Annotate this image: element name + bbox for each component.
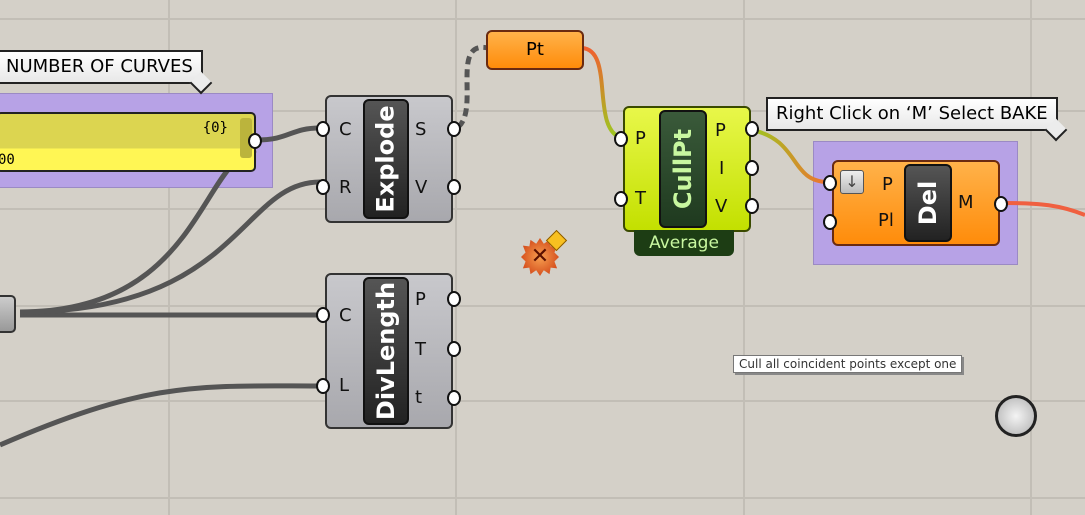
output-label: t [415,387,423,408]
cullpt-component[interactable]: CullPt P T P I V [623,106,751,232]
panel-value: 00 [0,152,15,168]
grid-line [0,497,1085,499]
grid-line [0,305,1085,307]
mode-text: Average [649,233,719,253]
output-port[interactable] [447,341,461,357]
output-port[interactable] [745,160,759,176]
output-label: M [958,192,974,213]
offscreen-component[interactable] [0,295,16,333]
explode-component[interactable]: Explode C R S V [325,95,453,223]
panel-scrollbar[interactable] [240,118,252,158]
output-port[interactable] [745,121,759,137]
navigation-compass-icon[interactable] [995,395,1037,437]
wire [19,147,257,315]
panel-output[interactable] [248,133,262,149]
output-port[interactable] [447,179,461,195]
grid-line [1030,0,1032,515]
grid-line [168,0,170,515]
grid-line [743,0,745,515]
param-label: Pt [526,39,544,60]
component-nickname: Del [904,164,952,242]
input-label: L [339,375,350,396]
wire [751,128,829,184]
grid-line [0,110,1085,112]
tooltip: Cull all coincident points except one [733,355,963,373]
input-port[interactable] [823,214,837,230]
output-port[interactable] [447,291,461,307]
divlength-component[interactable]: DivLength C L P T t [325,273,453,429]
output-label: S [415,119,427,140]
wire [1004,201,1085,217]
wire [456,45,489,129]
output-port[interactable] [745,198,759,214]
wire [19,179,321,315]
flatten-icon[interactable]: ↓ [840,170,864,194]
label-text: Right Click on ‘M’ Select BAKE [776,103,1048,124]
output-label: P [715,120,726,141]
grid-line [0,208,1085,210]
wire [581,46,623,140]
input-port[interactable] [316,121,330,137]
output-port[interactable] [994,196,1008,212]
component-nickname: CullPt [659,110,707,228]
grid-line [0,400,1085,402]
component-nickname: Explode [363,99,409,219]
component-nickname: DivLength [363,277,409,425]
input-port[interactable] [614,191,628,207]
input-label: P [635,128,646,149]
input-port[interactable] [614,131,628,147]
bake-label: Right Click on ‘M’ Select BAKE [766,97,1058,131]
output-label: V [415,177,428,198]
input-port[interactable] [316,179,330,195]
grid-line [0,18,1085,20]
pt-param[interactable]: Pt [486,30,584,70]
panel-value: {0} [202,120,228,136]
curves-label: NUMBER OF CURVES [0,50,203,84]
input-label: C [339,119,352,140]
grid-line [455,0,457,515]
output-label: V [715,196,728,217]
label-text: NUMBER OF CURVES [6,56,193,77]
output-label: P [415,289,426,310]
cullpt-mode-label[interactable]: Average [634,230,734,256]
input-port[interactable] [316,378,330,394]
number-panel[interactable]: {0} 00 [0,112,256,172]
output-port[interactable] [447,390,461,406]
input-label: P [882,174,893,195]
input-label: T [635,188,646,209]
input-label: Pl [878,210,894,231]
input-port[interactable] [316,307,330,323]
input-label: C [339,305,352,326]
output-port[interactable] [447,121,461,137]
output-label: I [719,158,725,179]
input-label: R [339,177,352,198]
wire [255,125,321,143]
del-component[interactable]: ↓ P Pl Del M [832,160,1000,246]
wire [0,383,321,448]
input-port[interactable] [823,175,837,191]
output-label: T [415,339,426,360]
